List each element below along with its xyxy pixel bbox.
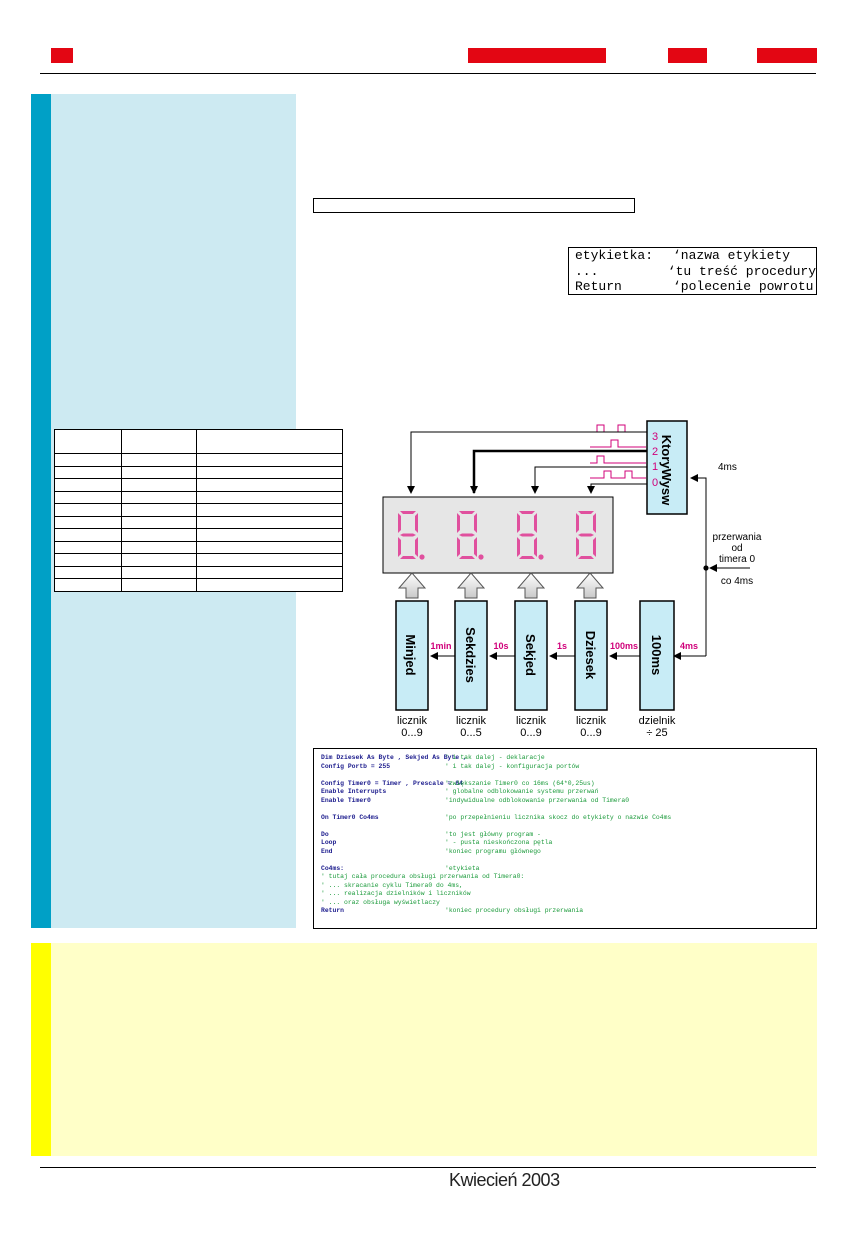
led-digit-3 (517, 511, 544, 560)
listing-row: Do'to jest główny program - (321, 830, 541, 838)
listing-row: Config Portb = 255' i tak dalej - konfig… (321, 762, 580, 770)
listing-row (321, 822, 816, 831)
counter-name: Dziesek (583, 631, 598, 680)
counter-range: 0...5 (460, 727, 481, 739)
clock-line (690, 474, 707, 656)
rate-label-4ms: 4ms (680, 641, 698, 651)
counter-caption: licznik (576, 715, 606, 727)
select-line-3 (407, 431, 647, 494)
up-arrow-2 (456, 572, 486, 599)
yellow-panel (51, 943, 817, 1156)
led-digit-1 (398, 511, 425, 560)
clock-block-diagram: KtoryWysw 3 2 1 0 4ms przerwania od time… (382, 420, 762, 739)
listing-row (321, 805, 816, 814)
listing-row: ' ... realizacja dzielników i liczników (321, 890, 471, 897)
up-arrow-4 (575, 572, 605, 599)
rate-label-1min: 1min (430, 641, 451, 651)
selector-input-0: 0 (652, 477, 658, 489)
select-line-2 (470, 449, 647, 494)
counter-caption: licznik (456, 715, 486, 727)
header-red-bar-mid (468, 48, 606, 63)
counter-name: 100ms (649, 635, 664, 675)
led-display (382, 496, 614, 574)
label-syntax-box: etykietka:‘nazwa etykiety ...‘tu treść p… (568, 247, 817, 295)
program-listing: Dim Dziesek As Byte , Sekjed As Byte ,' … (313, 748, 817, 929)
clock-4ms-label: 4ms (718, 462, 737, 473)
header-rule (40, 73, 816, 74)
counter-sekjed: Sekjed licznik 0...9 (514, 600, 548, 739)
every-4ms-label: co 4ms (721, 576, 753, 587)
selector-input-1: 1 (652, 461, 658, 473)
counter-caption: licznik (516, 715, 546, 727)
counter-sekdzies: Sekdzies licznik 0...5 (454, 600, 488, 739)
rate-label-100ms: 100ms (610, 641, 638, 651)
counter-range: 0...9 (401, 727, 422, 739)
header-red-bar-left (51, 48, 73, 63)
listing-row: ' ... oraz obsługa wyświetlaczy (321, 898, 440, 906)
selector-label: KtoryWysw (659, 435, 674, 506)
counter-range: ÷ 25 (646, 727, 667, 739)
rate-label-1s: 1s (557, 641, 567, 651)
listing-row: Config Timer0 = Timer , Prescale = 64'zw… (321, 779, 595, 787)
listing-row: Co4ms:'etykieta (321, 864, 480, 872)
text-frame (313, 198, 635, 213)
header-red-bar-right1 (668, 48, 707, 63)
interrupt-label-1: przerwania (713, 532, 762, 543)
yellow-stripe (31, 943, 51, 1156)
listing-row (321, 771, 816, 780)
waveform-1 (590, 455, 646, 464)
led-digit-2 (457, 511, 484, 560)
up-arrow-3 (516, 572, 546, 599)
listing-row: Enable Interrupts' globalne odblokowanie… (321, 788, 599, 795)
data-table (54, 429, 343, 592)
waveform-0 (590, 470, 646, 479)
counter-caption: dzielnik (639, 715, 676, 727)
code-row: ...‘tu treść procedury (575, 263, 816, 279)
listing-row: ' tutaj cała procedura obsługi przerwani… (321, 873, 525, 880)
counter-range: 0...9 (580, 727, 601, 739)
listing-row: ' ... skracanie cyklu Timera0 do 4ms, (321, 881, 463, 889)
waveform-2 (590, 439, 646, 448)
interrupt-label-2: od (731, 543, 742, 554)
select-line-1 (531, 466, 647, 494)
selector-input-3: 3 (652, 431, 658, 443)
waveform-3 (590, 424, 646, 433)
divider-100ms: 100ms dzielnik ÷ 25 (639, 600, 676, 739)
code-row: Return‘polecenie powrotu (575, 279, 814, 294)
counter-dziesek: Dziesek licznik 0...9 (574, 600, 608, 739)
rate-label-10s: 10s (493, 641, 508, 651)
junction-dot (703, 565, 709, 571)
sidebar-stripe (31, 94, 51, 928)
code-row: etykietka:‘nazwa etykiety (575, 248, 791, 263)
up-arrow-1 (397, 572, 427, 599)
header-red-bar-right2 (757, 48, 817, 63)
counter-minjed: Minjed licznik 0...9 (395, 600, 429, 739)
counter-name: Minjed (403, 634, 418, 675)
counter-caption: licznik (397, 715, 427, 727)
listing-row (321, 856, 816, 865)
counter-range: 0...9 (520, 727, 541, 739)
selector-block (646, 420, 688, 515)
listing-row: Dim Dziesek As Byte , Sekjed As Byte ,' … (321, 754, 545, 761)
listing-row: Enable Timer0'indywidualne odblokowanie … (321, 796, 630, 804)
counter-name: Sekdzies (463, 627, 478, 683)
footer-rule (40, 1167, 816, 1168)
listing-row: Return'koniec procedury obsługi przerwan… (321, 907, 584, 914)
listing-row: Loop' - pusta nieskończona pętla (321, 839, 553, 846)
listing-row: End'koniec programu głównego (321, 847, 541, 855)
interrupt-label-3: timera 0 (719, 554, 756, 565)
counter-name: Sekjed (523, 634, 538, 676)
select-line-0 (587, 483, 647, 494)
footer-date: Kwiecień 2003 (449, 1170, 560, 1190)
selector-input-2: 2 (652, 446, 658, 458)
listing-row: On Timer0 Co4ms'po przepełnieniu licznik… (321, 813, 672, 821)
